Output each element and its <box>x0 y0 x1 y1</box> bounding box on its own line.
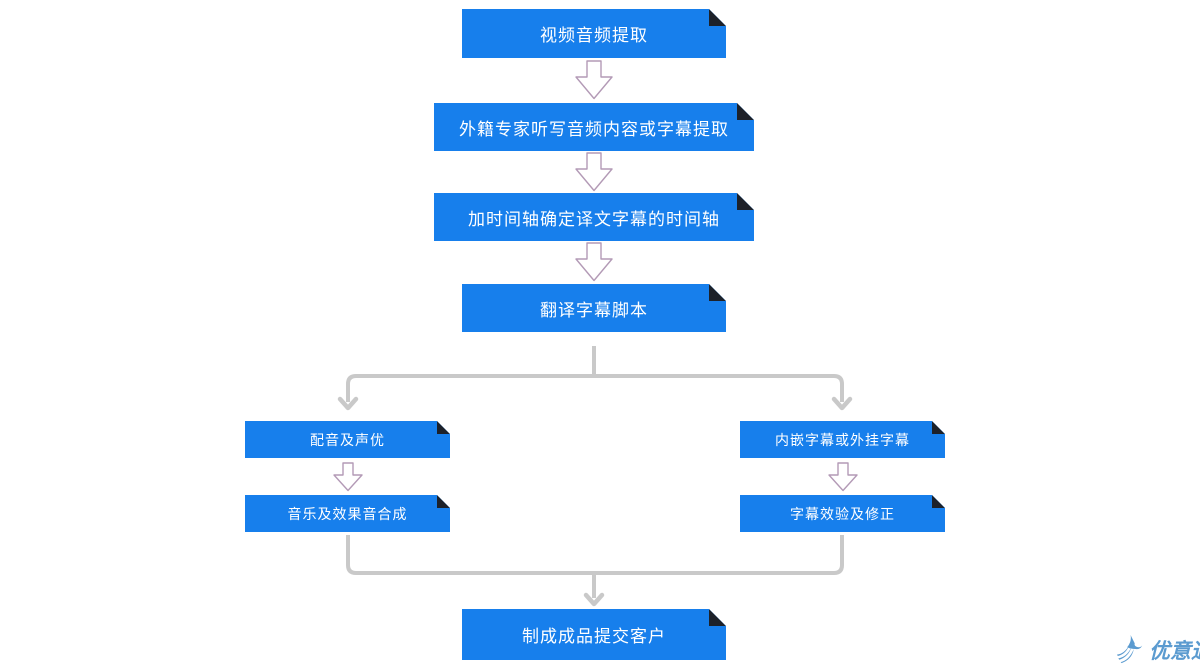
flow-node-embedded-or-external-subs: 内嵌字幕或外挂字幕 <box>740 421 945 458</box>
down-block-arrow-icon <box>575 242 613 282</box>
folded-corner-icon <box>932 421 945 434</box>
folded-corner-icon <box>932 495 945 508</box>
brand-logo-text: 优意通 <box>1149 639 1200 663</box>
flow-node-deliver-final-product: 制成成品提交客户 <box>462 609 726 660</box>
folded-corner-icon <box>709 284 726 301</box>
flow-node-label: 加时间轴确定译文字幕的时间轴 <box>468 209 720 229</box>
flow-node-timeline-confirmation: 加时间轴确定译文字幕的时间轴 <box>434 193 754 241</box>
flow-node-label: 字幕效验及修正 <box>790 505 895 522</box>
brand-logo: 优意通 <box>1116 634 1200 664</box>
folded-corner-icon <box>737 193 754 210</box>
bird-logo-icon <box>1116 634 1143 664</box>
folded-corner-icon <box>437 495 450 508</box>
branch-line <box>346 374 844 402</box>
flow-node-label: 外籍专家听写音频内容或字幕提取 <box>459 119 729 139</box>
flow-node-label: 翻译字幕脚本 <box>540 300 648 320</box>
flow-node-subtitle-check-correction: 字幕效验及修正 <box>740 495 945 532</box>
flow-node-label: 视频音频提取 <box>540 26 648 45</box>
branch-right-arrowhead-icon <box>831 396 853 411</box>
folded-corner-icon <box>709 609 726 626</box>
down-block-arrow-icon <box>575 152 613 192</box>
flow-node-dubbing-voice-actor: 配音及声优 <box>245 421 450 458</box>
down-block-arrow-icon <box>333 462 363 492</box>
merge-line <box>346 535 844 575</box>
flow-node-video-audio-extraction: 视频音频提取 <box>462 9 726 58</box>
flow-node-label: 配音及声优 <box>310 431 385 448</box>
folded-corner-icon <box>709 9 726 26</box>
flow-node-label: 内嵌字幕或外挂字幕 <box>775 431 910 448</box>
flow-node-expert-dictation-extraction: 外籍专家听写音频内容或字幕提取 <box>434 103 754 151</box>
folded-corner-icon <box>737 103 754 120</box>
flow-node-label: 制成成品提交客户 <box>522 627 666 646</box>
flow-node-translate-subtitle-script: 翻译字幕脚本 <box>462 284 726 332</box>
down-block-arrow-icon <box>828 462 858 492</box>
branch-left-arrowhead-icon <box>337 396 359 411</box>
merge-arrowhead-icon <box>583 592 605 607</box>
flow-node-music-sfx-synthesis: 音乐及效果音合成 <box>245 495 450 532</box>
folded-corner-icon <box>437 421 450 434</box>
down-block-arrow-icon <box>575 60 613 100</box>
flow-node-label: 音乐及效果音合成 <box>287 505 408 522</box>
